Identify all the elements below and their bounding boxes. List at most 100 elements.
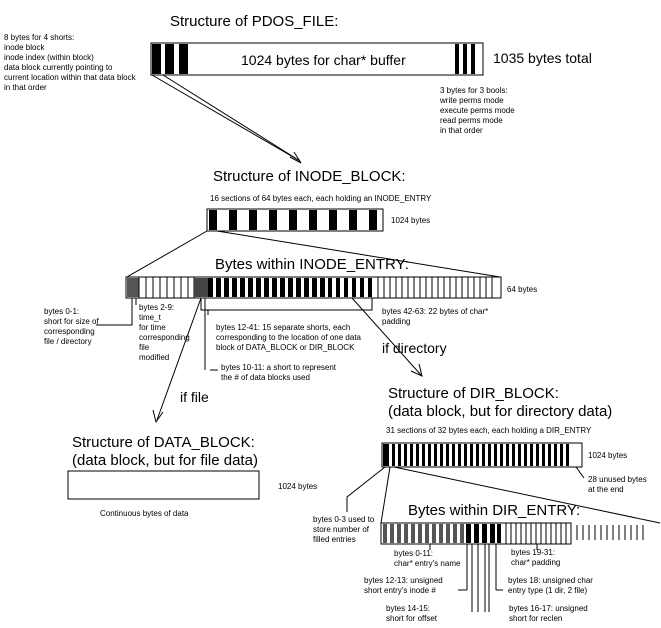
svg-text:bytes 0-11:: bytes 0-11:: [394, 549, 433, 558]
inode-block-bar: [206, 208, 384, 232]
svg-text:short for size of: short for size of: [44, 317, 99, 326]
inode-block-subtitle: 16 sections of 64 bytes each, each holdi…: [210, 194, 432, 203]
if-file-label: if file: [180, 389, 209, 405]
dir-entry-leaders: [429, 544, 538, 612]
svg-text:in that order: in that order: [4, 83, 47, 92]
data-block-caption: Continuous bytes of data: [100, 509, 189, 518]
svg-text:short for reclen: short for reclen: [509, 614, 562, 623]
pdos-buffer-label: 1024 bytes for char* buffer: [241, 52, 406, 68]
pdos-bools-note: 3 bytes for 3 bools: write perms mode ex…: [439, 86, 515, 135]
svg-text:corresponding to the location: corresponding to the location of one dat…: [216, 333, 362, 342]
if-directory-label: if directory: [382, 340, 447, 356]
dir-entry-tail-ticks: [576, 525, 644, 540]
if-file-arrow-head: [152, 409, 164, 424]
pdos-title: Structure of PDOS_FILE:: [170, 13, 338, 30]
svg-text:execute perms mode: execute perms mode: [440, 106, 515, 115]
if-file-arrow: [156, 297, 202, 421]
svg-text:bytes 19-31:: bytes 19-31:: [511, 548, 555, 557]
svg-text:inode block: inode block: [4, 43, 45, 52]
dir-zoom-line-left: [380, 466, 391, 524]
dir-unused-leader: [575, 466, 585, 479]
svg-text:modified: modified: [139, 353, 169, 362]
pdos-zoom-line-right: [162, 74, 301, 162]
data-block-bar: [67, 470, 260, 500]
inode-entry-bar: [125, 276, 502, 299]
svg-text:bytes 42-63: 22 bytes of char*: bytes 42-63: 22 bytes of char*: [382, 307, 488, 316]
svg-text:bytes 0-3 used to: bytes 0-3 used to: [313, 515, 375, 524]
svg-text:28 unused bytes: 28 unused bytes: [588, 475, 647, 484]
dir-entry-title: Bytes within DIR_ENTRY:: [408, 502, 580, 519]
dir-note-19-31: bytes 19-31: char* padding: [511, 548, 560, 567]
svg-text:8 bytes for 4 shorts:: 8 bytes for 4 shorts:: [4, 33, 74, 42]
svg-text:current location within that d: current location within that data block: [4, 73, 137, 82]
pdos-shorts-note: 8 bytes for 4 shorts: inode block inode …: [4, 33, 137, 92]
svg-text:bytes 2-9:: bytes 2-9:: [139, 303, 174, 312]
inode-note-0-1: bytes 0-1: short for size of correspondi…: [44, 307, 99, 346]
svg-text:char* padding: char* padding: [511, 558, 560, 567]
inode-zoom-line-left: [126, 230, 208, 278]
inode-note-10-11: bytes 10-11: a short to represent the # …: [221, 363, 337, 382]
svg-text:for time: for time: [139, 323, 166, 332]
inode-note-42-63: bytes 42-63: 22 bytes of char* padding: [382, 307, 488, 326]
pdos-bar: [150, 42, 484, 76]
svg-text:bytes 18: unsigned char: bytes 18: unsigned char: [508, 576, 593, 585]
svg-text:corresponding: corresponding: [44, 327, 95, 336]
dir-block-title-2: (data block, but for directory data): [388, 403, 612, 420]
svg-text:short entry's inode #: short entry's inode #: [364, 586, 436, 595]
inode-entry-size-label: 64 bytes: [507, 285, 537, 294]
inode-zoom-line-right: [216, 230, 501, 278]
svg-text:at the end: at the end: [588, 485, 624, 494]
svg-text:bytes 10-11: a short to repres: bytes 10-11: a short to represent: [221, 363, 337, 372]
dir-note-16-17: bytes 16-17: unsigned short for reclen: [509, 604, 588, 623]
pdos-total-label: 1035 bytes total: [493, 50, 592, 66]
dir-block-size-label: 1024 bytes: [588, 451, 627, 460]
svg-text:bytes 0-1:: bytes 0-1:: [44, 307, 79, 316]
dir-block-bar: [381, 442, 583, 468]
inode-block-size-label: 1024 bytes: [391, 216, 430, 225]
dir-note-18: bytes 18: unsigned char entry type (1 di…: [508, 576, 593, 595]
if-directory-arrow-head: [410, 363, 423, 377]
svg-text:corresponding: corresponding: [139, 333, 190, 342]
dir-bytes-0-3-note: bytes 0-3 used to store number of filled…: [313, 515, 375, 544]
dir-note-12-13: bytes 12-13: unsigned short entry's inod…: [364, 576, 443, 595]
svg-text:data block currently pointing: data block currently pointing to: [4, 63, 113, 72]
data-block-title-2: (data block, but for file data): [72, 452, 258, 469]
svg-text:block of DATA_BLOCK or DIR_BLO: block of DATA_BLOCK or DIR_BLOCK: [216, 343, 355, 352]
svg-text:bytes 16-17: unsigned: bytes 16-17: unsigned: [509, 604, 588, 613]
dir-block-title-1: Structure of DIR_BLOCK:: [388, 385, 559, 402]
if-directory-arrow: [351, 297, 422, 376]
dir-unused-note: 28 unused bytes at the end: [588, 475, 647, 494]
svg-text:padding: padding: [382, 317, 410, 326]
dir-zoom-line-right: [393, 466, 661, 524]
svg-text:read perms mode: read perms mode: [440, 116, 503, 125]
pdos-zoom-line-left: [151, 74, 301, 162]
data-block-size-label: 1024 bytes: [278, 482, 317, 491]
dir-block-subtitle: 31 sections of 32 bytes each, each holdi…: [386, 426, 592, 435]
svg-text:filled entries: filled entries: [313, 535, 356, 544]
svg-text:store number of: store number of: [313, 525, 370, 534]
svg-text:file / directory: file / directory: [44, 337, 92, 346]
svg-text:file: file: [139, 343, 150, 352]
svg-text:the # of data blocks used: the # of data blocks used: [221, 373, 310, 382]
dir-note-0-11: bytes 0-11: char* entry's name: [394, 549, 461, 568]
svg-text:bytes 12-41: 15 separate short: bytes 12-41: 15 separate shorts, each: [216, 323, 350, 332]
dir-note-14-15: bytes 14-15: short for offset: [386, 604, 438, 623]
inode-entry-title: Bytes within INODE_ENTRY:: [215, 256, 409, 273]
pdos-arrow-head: [289, 151, 302, 164]
inode-note-2-9: bytes 2-9: time_t for time corresponding…: [139, 303, 190, 362]
svg-text:3 bytes for 3 bools:: 3 bytes for 3 bools:: [440, 86, 508, 95]
svg-text:char* entry's name: char* entry's name: [394, 559, 461, 568]
dir-bytes-0-3-leader: [346, 466, 386, 512]
inode-block-title: Structure of INODE_BLOCK:: [213, 168, 406, 185]
inode-entry-leaders: [96, 298, 373, 371]
dir-entry-bar: [380, 522, 572, 545]
svg-text:in that order: in that order: [440, 126, 483, 135]
svg-text:time_t: time_t: [139, 313, 162, 322]
svg-text:bytes 12-13: unsigned: bytes 12-13: unsigned: [364, 576, 443, 585]
svg-text:inode index (within block): inode index (within block): [4, 53, 94, 62]
inode-note-12-41: bytes 12-41: 15 separate shorts, each co…: [216, 323, 362, 352]
svg-text:entry type (1 dir, 2 file): entry type (1 dir, 2 file): [508, 586, 587, 595]
svg-text:short for offset: short for offset: [386, 614, 438, 623]
svg-text:bytes 14-15:: bytes 14-15:: [386, 604, 430, 613]
